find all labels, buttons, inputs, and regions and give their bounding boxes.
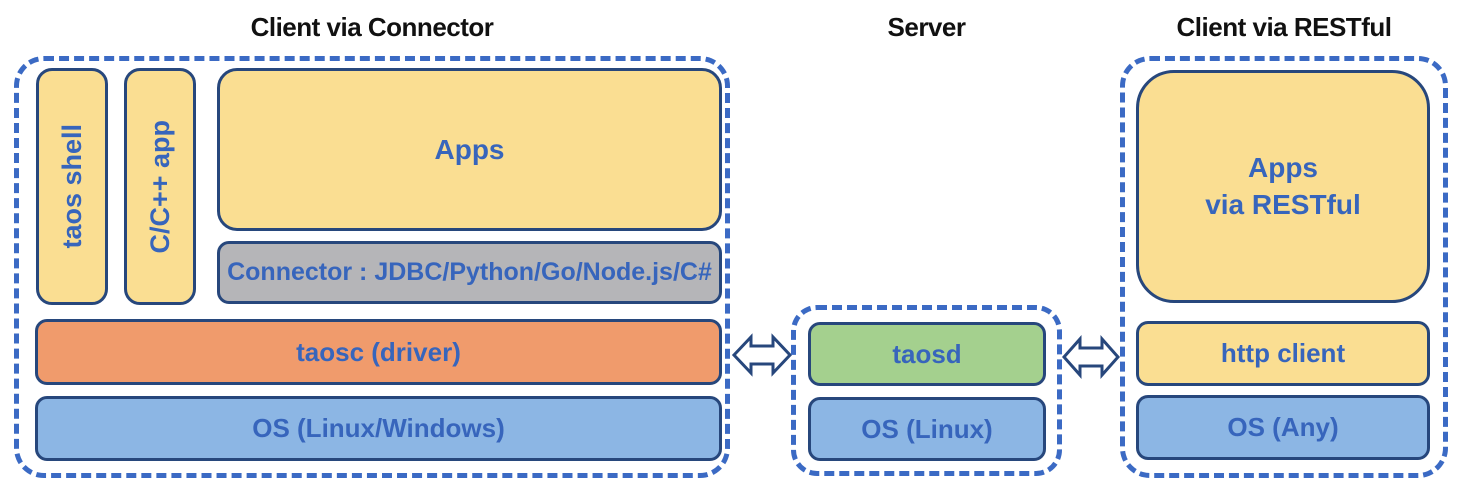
os-linux-label: OS (Linux): [861, 413, 993, 444]
os-linux-windows-box: OS (Linux/Windows): [35, 396, 722, 461]
client-via-connector-group: [14, 56, 730, 478]
apps-label: Apps: [434, 133, 505, 165]
client-via-restful-group: [1120, 56, 1448, 478]
apps-via-restful-label-line2: via RESTful: [1205, 188, 1361, 220]
section-title-client-via-restful: Client via RESTful: [1176, 12, 1392, 42]
os-any-box: OS (Any): [1136, 395, 1430, 460]
apps-box: Apps: [217, 68, 722, 231]
taos-shell-label: taos shell: [56, 124, 87, 249]
cpp-app-box: C/C++ app: [124, 68, 196, 305]
os-linux-box: OS (Linux): [808, 397, 1046, 461]
taosc-driver-label: taosc (driver): [296, 336, 461, 367]
connector-label: Connector : JDBC/Python/Go/Node.js/C#: [227, 258, 712, 286]
bidirectional-arrow-icon: [1062, 333, 1120, 381]
bidirectional-arrow-icon: [732, 332, 792, 378]
http-client-box: http client: [1136, 321, 1430, 386]
taosd-box: taosd: [808, 322, 1046, 386]
apps-via-restful-box: Apps via RESTful: [1136, 70, 1430, 303]
apps-via-restful-label-line1: Apps: [1248, 152, 1318, 184]
server-group: [791, 305, 1062, 476]
os-linux-windows-label: OS (Linux/Windows): [252, 413, 505, 443]
taosc-driver-box: taosc (driver): [35, 319, 722, 385]
http-client-label: http client: [1220, 338, 1346, 368]
os-any-label: OS (Any): [1227, 412, 1339, 442]
taosd-label: taosd: [892, 338, 962, 369]
taos-shell-box: taos shell: [36, 68, 108, 305]
cpp-app-label: C/C++ app: [144, 119, 175, 254]
section-title-client-via-connector: Client via Connector: [250, 12, 494, 42]
section-title-server: Server: [887, 12, 966, 42]
connector-box: Connector : JDBC/Python/Go/Node.js/C#: [217, 241, 722, 304]
